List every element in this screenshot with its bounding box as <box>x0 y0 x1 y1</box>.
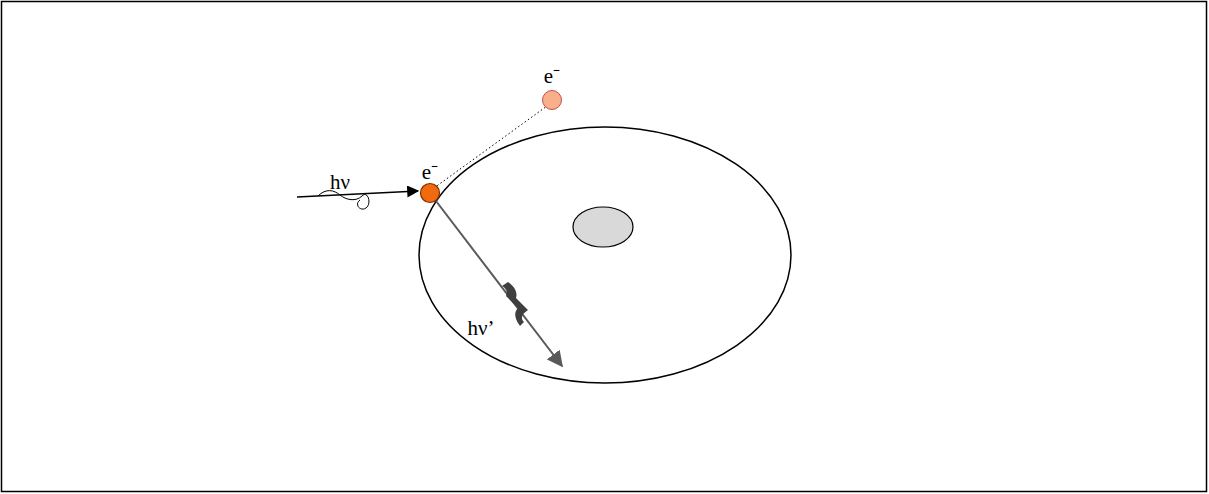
ejected-electron <box>543 91 562 110</box>
electron-symbol: e⁻ <box>544 66 560 87</box>
incident-photon-arrow <box>297 191 418 197</box>
scattered-photon-energy: hν’ <box>468 318 495 339</box>
scattered-photon-arrow <box>436 201 562 366</box>
photon-energy: hν <box>330 172 350 193</box>
photon-wave <box>318 191 369 209</box>
electron-symbol: e⁻ <box>422 162 438 183</box>
scattered-wave <box>502 282 528 326</box>
atom-shell <box>419 127 791 383</box>
bound-electron <box>421 184 440 203</box>
electron-path <box>434 106 547 188</box>
nucleus <box>573 207 633 247</box>
